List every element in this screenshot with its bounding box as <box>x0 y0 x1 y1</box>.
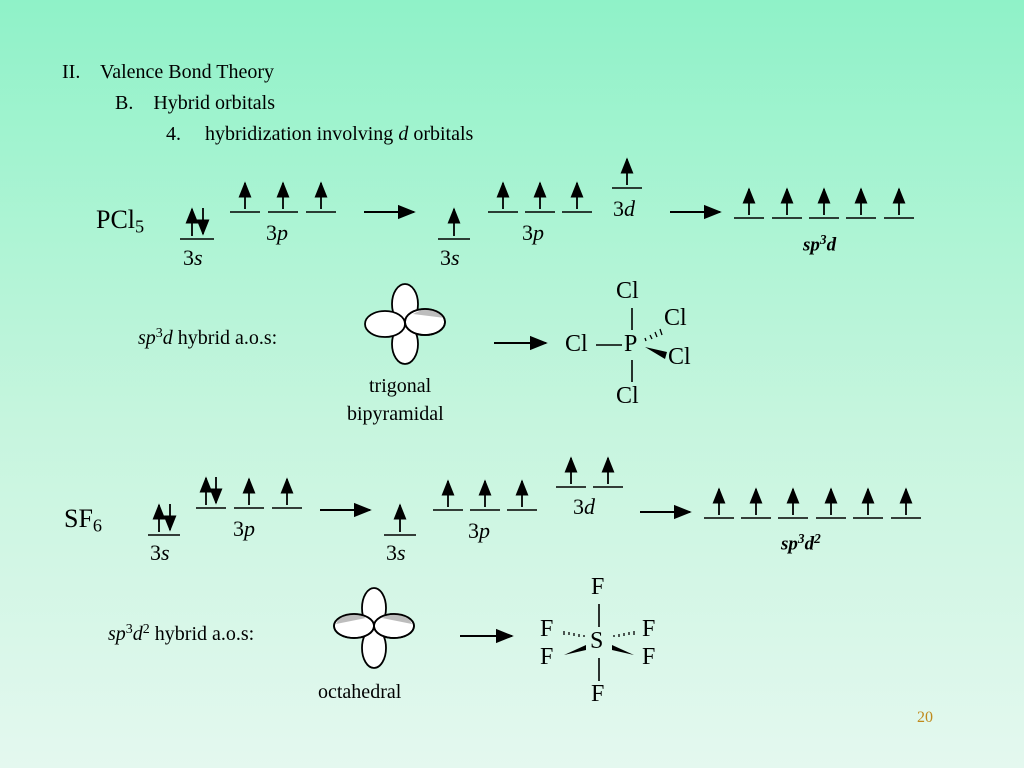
outline-level-2: B. Hybrid orbitals <box>115 92 275 115</box>
ao-text: d <box>162 327 173 349</box>
ao-superscript: 3 <box>155 326 163 341</box>
bond-solid-wedge <box>645 347 667 359</box>
hybrid-superscript: 3 <box>819 232 827 247</box>
sf6-hybrid-label: sp3d2 <box>781 531 821 556</box>
atom-f-lower-right: F <box>642 644 656 670</box>
ao-text: hybrid a.o.s: <box>172 327 278 349</box>
atom-cl-left: Cl <box>565 331 588 357</box>
outline-level-3: 4. hybridization involving d orbitals <box>166 123 473 146</box>
bond-hashed-wedge <box>644 328 663 342</box>
bond-hashed-wedge-right <box>613 631 635 637</box>
hybrid-superscript: 2 <box>814 531 821 546</box>
orbital-number: 3 <box>183 245 194 270</box>
bond-solid-wedge-right <box>612 645 634 655</box>
sf6-excited-3p-label: 3p <box>468 518 490 544</box>
pcl5-hybrid-label: sp3d <box>803 232 836 257</box>
atom-s: S <box>590 628 604 654</box>
outline-text: Valence Bond Theory <box>99 61 274 83</box>
formula-text: SF <box>64 504 93 533</box>
sf6-excited-3s-label: 3s <box>386 540 406 566</box>
orbital-letter: d <box>584 494 595 519</box>
orbital-letter: s <box>194 245 203 270</box>
orbital-letter: d <box>624 196 635 221</box>
orbital-number: 3 <box>266 220 277 245</box>
orbital-letter: p <box>277 220 288 245</box>
orbital-number: 3 <box>522 220 533 245</box>
hybrid-superscript: 3 <box>797 531 805 546</box>
orbital-number: 3 <box>440 245 451 270</box>
outline-number: 4. <box>166 123 181 145</box>
sf6-formula: SF6 <box>64 504 102 537</box>
pcl5-ao-label: sp3d hybrid a.o.s: <box>138 326 277 350</box>
hybrid-text: sp <box>803 234 820 256</box>
orbital-number: 3 <box>150 540 161 565</box>
pcl5-geometry-line2: bipyramidal <box>347 403 444 425</box>
orbital-letter: p <box>533 220 544 245</box>
bond-hashed-wedge-left <box>563 631 585 637</box>
orbital-number: 3 <box>573 494 584 519</box>
orbital-letter: s <box>161 540 170 565</box>
atom-cl-top: Cl <box>616 278 639 304</box>
atom-f-bottom: F <box>591 681 605 707</box>
sp3d-lobes <box>364 283 446 365</box>
pcl5-3s-label: 3s <box>183 245 203 271</box>
orbital-letter: s <box>451 245 460 270</box>
outline-number: B. <box>115 92 134 114</box>
ao-text: hybrid a.o.s: <box>149 623 255 645</box>
outline-number: II. <box>62 61 81 83</box>
atom-cl-upper-right: Cl <box>664 305 687 331</box>
sf6-excited-3d-label: 3d <box>573 494 595 520</box>
ao-text: d <box>132 623 143 645</box>
atom-cl-lower-right: Cl <box>668 344 691 370</box>
orbital-number: 3 <box>386 540 397 565</box>
pcl5-formula: PCl5 <box>96 205 144 238</box>
ao-superscript: 2 <box>142 622 150 637</box>
sf6-geometry: octahedral <box>318 681 402 703</box>
orbital-number: 3 <box>613 196 624 221</box>
orbital-number: 3 <box>468 518 479 543</box>
formula-subscript: 6 <box>92 515 103 536</box>
sf6-ao-label: sp3d2 hybrid a.o.s: <box>108 622 254 646</box>
outline-text-var: d <box>398 123 409 145</box>
sf6-3s-label: 3s <box>150 540 170 566</box>
orbital-letter: p <box>479 518 490 543</box>
pcl5-3p-label: 3p <box>266 220 288 246</box>
outline-text: Hybrid orbitals <box>153 92 275 114</box>
orbital-letter: s <box>397 540 406 565</box>
formula-subscript: 5 <box>135 216 145 237</box>
atom-f-upper-right: F <box>642 616 656 642</box>
pcl5-geometry-line1: trigonal <box>369 375 432 397</box>
pcl5-excited-3s-label: 3s <box>440 245 460 271</box>
pcl5-excited-3d-label: 3d <box>613 196 635 222</box>
ao-text: sp <box>108 623 126 645</box>
bond-solid-wedge-left <box>564 645 586 655</box>
pcl5-excited-3p-label: 3p <box>522 220 544 246</box>
hybrid-text: sp <box>781 533 798 555</box>
atom-p: P <box>624 331 638 357</box>
atom-f-upper-left: F <box>540 616 554 642</box>
outline-level-1: II. Valence Bond Theory <box>62 61 274 84</box>
hybrid-text: d <box>804 533 815 555</box>
hybrid-text: d <box>826 234 837 256</box>
sp3d2-lobes <box>333 587 415 669</box>
orbital-number: 3 <box>233 516 244 541</box>
ao-text: sp <box>138 327 156 349</box>
formula-text: PCl <box>96 205 136 234</box>
page-number: 20 <box>917 709 933 726</box>
outline-text: orbitals <box>413 123 474 145</box>
outline-text: hybridization involving <box>205 123 394 145</box>
atom-cl-bottom: Cl <box>616 383 639 409</box>
sf6-3p-label: 3p <box>233 516 255 542</box>
orbital-letter: p <box>244 516 255 541</box>
atom-f-top: F <box>591 574 605 600</box>
atom-f-lower-left: F <box>540 644 554 670</box>
ao-superscript: 3 <box>125 622 133 637</box>
